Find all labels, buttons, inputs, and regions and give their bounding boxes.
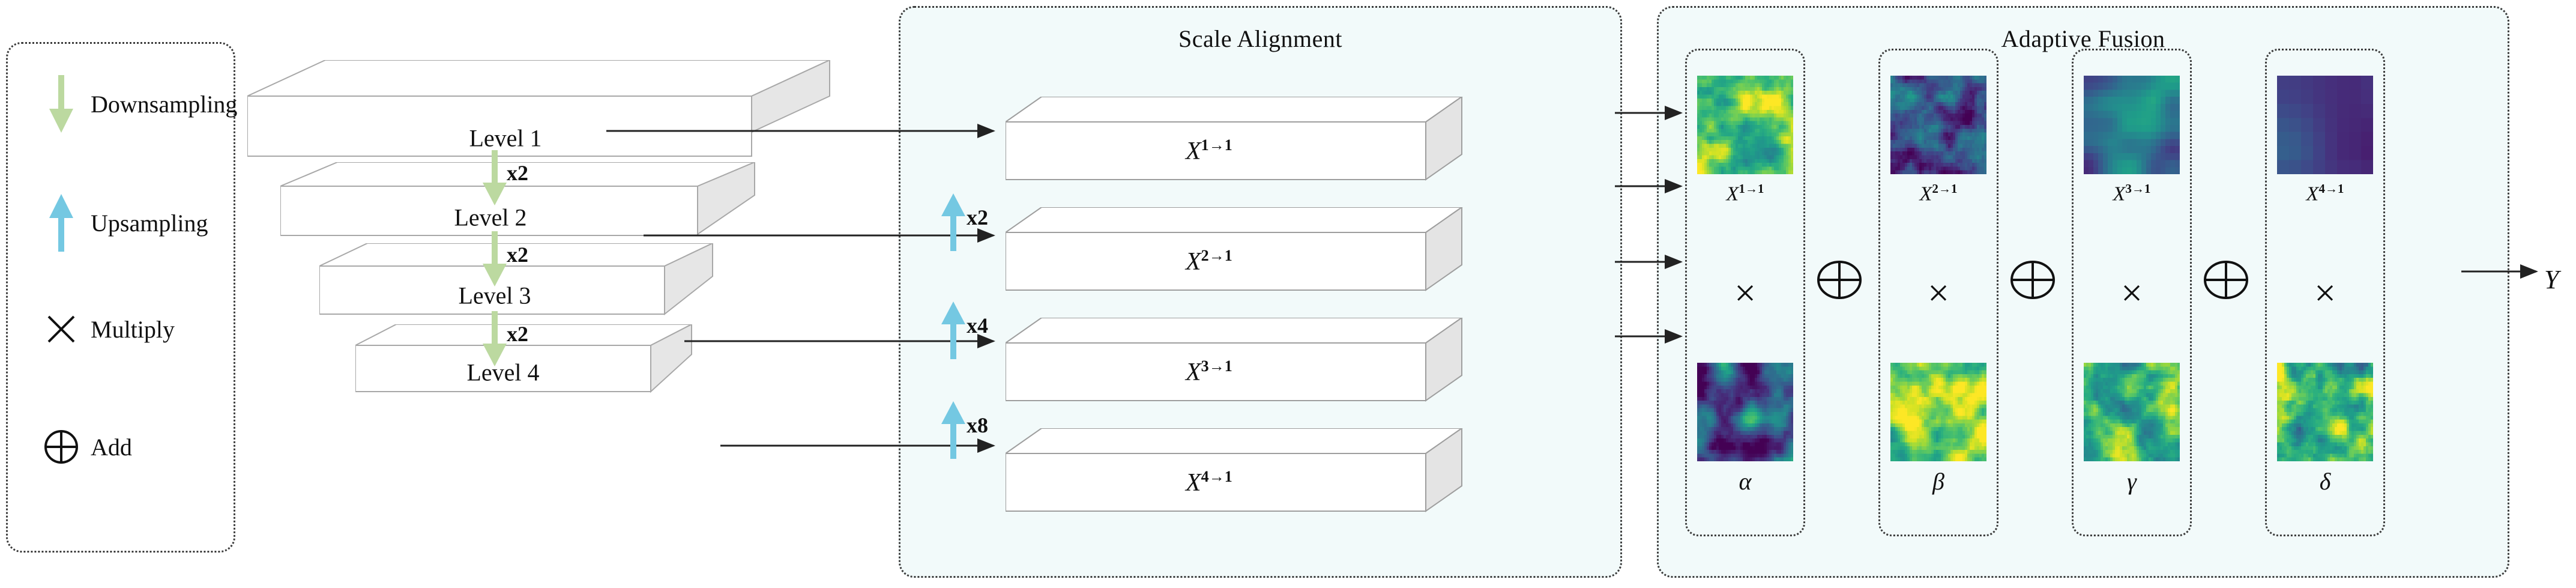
upsample-label-x8: x8: [967, 413, 988, 437]
feature-map-x2: [1890, 76, 1986, 174]
legend-label-multiply: Multiply: [91, 315, 175, 343]
adaptive-fusion-title: Adaptive Fusion: [2001, 25, 2165, 52]
pyramid-level-3-label: Level 3: [458, 282, 531, 309]
legend-label-add: Add: [91, 433, 132, 461]
upsample-arrow-x4: [941, 302, 965, 359]
weight-map-gamma-label: γ: [2127, 468, 2137, 495]
multiply-operator-1: ×: [1734, 271, 1757, 314]
scale-alignment-slab-2: X2→1: [1006, 207, 1492, 315]
legend-label-downsampling: Downsampling: [91, 90, 238, 118]
multiply-operator-2: ×: [1927, 271, 1950, 314]
feature-map-x2-label: X2→1: [1919, 181, 1958, 205]
upsample-label-x4: x4: [967, 314, 988, 338]
downsample-arrow-1: [483, 150, 507, 205]
circled-plus-icon: [35, 428, 87, 465]
scale-alignment-slab-2-label: X2→1: [1186, 247, 1232, 276]
feature-pyramid: Level 1 Level 2 Level 3 Level 4 x2: [235, 0, 896, 588]
downsample-label-2: x2: [507, 243, 528, 267]
weight-map-alpha: [1697, 363, 1793, 461]
legend-item-add: Add: [35, 428, 132, 465]
weight-map-beta-label: β: [1932, 468, 1944, 495]
feature-map-x4: [2277, 76, 2373, 174]
scale-alignment-title: Scale Alignment: [1178, 25, 1342, 52]
fusion-group-1: X1→1 × α: [1685, 49, 1805, 536]
output-label-y: Y: [2544, 265, 2559, 294]
feature-map-x3: [2084, 76, 2180, 174]
scale-alignment-slab-4: X4→1: [1006, 428, 1492, 536]
weight-map-gamma: [2084, 363, 2180, 461]
multiply-operator-3: ×: [2120, 271, 2143, 314]
upsample-arrow-group: x2 x4 x8: [900, 0, 1009, 588]
pyramid-level-2-label: Level 2: [454, 204, 527, 231]
upsample-arrow-x8: [941, 401, 965, 459]
fusion-group-4: X4→1 × δ: [2265, 49, 2385, 536]
legend-panel: Downsampling Upsampling Multiply: [6, 42, 237, 553]
downsample-arrow-2: [483, 231, 507, 286]
add-operator-1: [1816, 259, 1863, 304]
feature-map-x1-label: X1→1: [1726, 181, 1764, 205]
fusion-group-2: X2→1 × β: [1878, 49, 1998, 536]
scale-alignment-panel: Scale Alignment X1→1 X2→1 X3→1: [899, 6, 1622, 578]
weight-map-delta-label: δ: [2319, 468, 2331, 495]
multiply-icon: [35, 313, 87, 345]
legend-label-upsampling: Upsampling: [91, 209, 208, 237]
pyramid-level-1-label: Level 1: [469, 124, 542, 152]
legend-item-multiply: Multiply: [35, 313, 175, 345]
pyramid-level-1: [247, 60, 830, 157]
fusion-group-3: X3→1 × γ: [2072, 49, 2192, 536]
weight-map-alpha-label: α: [1739, 468, 1752, 495]
add-operator-3: [2203, 259, 2249, 304]
scale-alignment-slab-3-label: X3→1: [1186, 357, 1232, 386]
legend-item-downsampling: Downsampling: [35, 75, 237, 133]
scale-alignment-slab-1: X1→1: [1006, 97, 1492, 205]
pyramid-level-3: [319, 243, 758, 330]
weight-map-delta: [2277, 363, 2373, 461]
scale-alignment-slab-1-label: X1→1: [1186, 136, 1232, 165]
downsample-arrow-3: [483, 311, 507, 366]
weight-map-beta: [1890, 363, 1986, 461]
pyramid-level-4: [355, 324, 740, 408]
legend-item-upsampling: Upsampling: [35, 194, 208, 252]
downsample-label-3: x2: [507, 322, 528, 346]
downsample-label-1: x2: [507, 161, 528, 185]
scale-alignment-slab-3: X3→1: [1006, 318, 1492, 426]
multiply-operator-4: ×: [2314, 271, 2336, 314]
add-operator-2: [2009, 259, 2056, 304]
upsample-label-x2: x2: [967, 205, 988, 229]
arrow-up-icon: [35, 194, 87, 252]
feature-map-x4-label: X4→1: [2306, 181, 2344, 205]
arrow-down-icon: [35, 75, 87, 133]
pyramid-level-2: [280, 162, 785, 252]
feature-map-x1: [1697, 76, 1793, 174]
upsample-arrow-x2: [941, 193, 965, 251]
feature-map-x3-label: X3→1: [2113, 181, 2151, 205]
adaptive-fusion-panel: Adaptive Fusion X1→1 × α X2→1 × β: [1657, 6, 2509, 578]
scale-alignment-slab-4-label: X4→1: [1186, 468, 1232, 497]
